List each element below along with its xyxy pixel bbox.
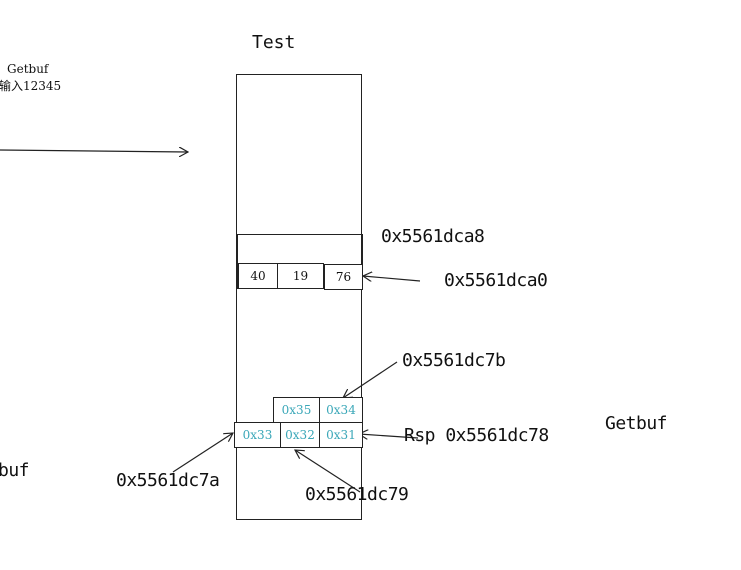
left-note-line2: 输入12345 — [0, 79, 62, 93]
byte-cell: 0x34 — [319, 397, 363, 423]
address-label-7b: 0x5561dc7b — [402, 350, 506, 371]
byte-cell: 76 — [324, 264, 363, 290]
address-label-7a: 0x5561dc7a — [116, 470, 220, 491]
address-label-a0: 0x5561dca0 — [444, 270, 548, 291]
diagram-title: Test — [252, 32, 296, 53]
rsp-address-label: Rsp 0x5561dc78 — [404, 425, 549, 446]
byte-cell: 0x31 — [319, 422, 363, 448]
getbuf-label-left-partial: buf — [0, 460, 30, 481]
left-pointer-arrow — [0, 150, 188, 152]
byte-cell: 40 — [238, 263, 278, 289]
byte-cell: 0x33 — [234, 422, 281, 448]
stack-frame — [236, 74, 362, 520]
byte-cell: 0x35 — [273, 397, 320, 423]
byte-cell: 19 — [277, 263, 324, 289]
address-label-79: 0x5561dc79 — [305, 484, 409, 505]
arrow-rsp-to-0x31 — [359, 434, 419, 438]
left-note-line1: Getbuf — [7, 62, 49, 76]
arrow-to-0x34 — [343, 361, 398, 398]
arrow-to-76 — [363, 276, 421, 281]
arrow-to-0x33 — [172, 433, 233, 473]
address-label-a8: 0x5561dca8 — [381, 226, 485, 247]
byte-cell: 0x32 — [280, 422, 320, 448]
arrow-to-0x32 — [295, 450, 361, 493]
getbuf-label-right: Getbuf — [605, 413, 668, 434]
